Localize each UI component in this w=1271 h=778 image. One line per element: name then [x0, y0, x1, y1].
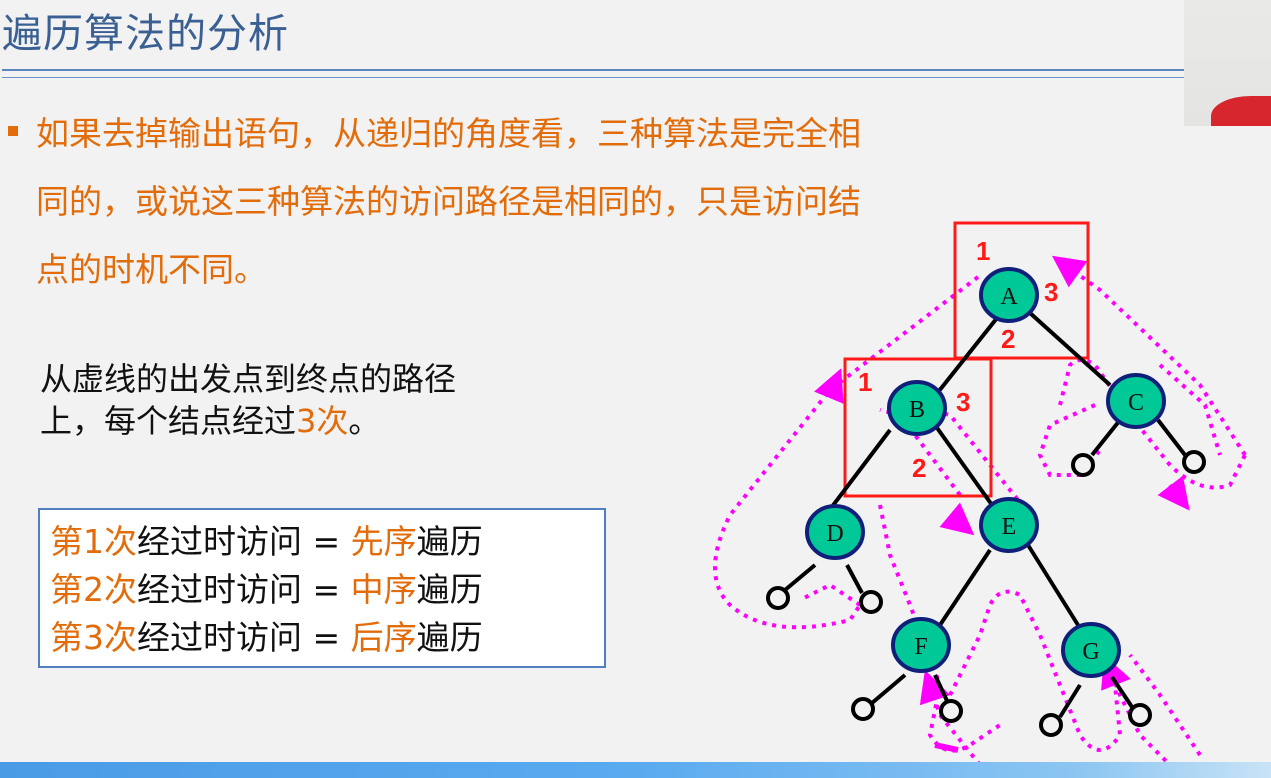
- node-b-visit-2: 2: [912, 453, 926, 483]
- tree-node-f: F: [891, 617, 951, 673]
- presenter-webcam: [1184, 0, 1271, 126]
- note-line-1: 从虚线的出发点到终点的路径: [40, 360, 457, 398]
- node-label: A: [1000, 284, 1018, 310]
- path-note: 从虚线的出发点到终点的路径 上，每个结点经过3次。: [40, 358, 600, 442]
- row-order: 中序: [350, 570, 417, 609]
- bullet-line-2: 同的，或说这三种算法的访问路径是相同的，只是访问结: [36, 182, 861, 221]
- arrow-head-icon: [814, 368, 844, 404]
- leaf-d-left: [766, 586, 790, 610]
- tree-node-a: A: [979, 267, 1039, 323]
- presenter-shirt: [1211, 96, 1271, 126]
- row-order: 后序: [350, 618, 417, 657]
- node-b-visit-3: 3: [956, 387, 970, 417]
- arrow-head-icon: [1157, 475, 1190, 511]
- tree-node-d: D: [805, 504, 865, 560]
- row-middle: 经过时访问 =: [137, 618, 351, 657]
- leaf-g-right: [1128, 703, 1152, 727]
- row-ordinal: 第3次: [50, 618, 137, 657]
- node-b-highlight-box: [843, 357, 993, 498]
- node-a-visit-1: 1: [976, 236, 990, 266]
- slide-footer-bar: [0, 762, 1271, 778]
- tree-edges: [783, 311, 1187, 719]
- slide-title: 遍历算法的分析: [2, 11, 289, 57]
- arrow-head-icon: [939, 502, 975, 536]
- node-label: C: [1128, 390, 1144, 416]
- row-order: 先序: [350, 522, 417, 561]
- tree-node-c: C: [1106, 373, 1166, 429]
- row-suffix: 遍历: [416, 618, 483, 657]
- leaf-d-right: [859, 590, 883, 614]
- row-suffix: 遍历: [416, 570, 483, 609]
- node-a-highlight-box: [953, 221, 1090, 360]
- node-label: G: [1082, 639, 1099, 665]
- tree-node-b: B: [887, 380, 947, 436]
- leaf-c-left: [1071, 453, 1095, 477]
- binary-tree-diagram: A B C D E F G 1 2 3 1 2 3: [713, 221, 1247, 777]
- node-label: F: [914, 634, 927, 660]
- row-ordinal: 第2次: [50, 570, 137, 609]
- summary-row-inorder: 第2次经过时访问 = 中序遍历: [50, 566, 594, 614]
- traversal-path: [713, 255, 1247, 777]
- note-line-2-suffix: 。: [348, 402, 381, 440]
- node-a-visit-2: 2: [1001, 324, 1015, 354]
- node-label: B: [909, 397, 925, 423]
- bullet-line-3: 点的时机不同。: [36, 250, 267, 289]
- bullet-square-icon: [8, 126, 18, 136]
- note-line-2-prefix: 上，每个结点经过: [40, 402, 297, 440]
- note-line-2: 上，每个结点经过3次。: [40, 400, 600, 442]
- leaf-f-left: [851, 697, 875, 721]
- leaf-f-right: [939, 699, 963, 723]
- node-label: E: [1002, 514, 1017, 540]
- summary-row-preorder: 第1次经过时访问 = 先序遍历: [50, 518, 594, 566]
- traversal-summary-box: 第1次经过时访问 = 先序遍历 第2次经过时访问 = 中序遍历 第3次经过时访问…: [38, 508, 606, 668]
- node-a-visit-3: 3: [1044, 277, 1058, 307]
- node-b-visit-1: 1: [858, 367, 872, 397]
- title-rule-bottom: [2, 77, 1184, 78]
- title-rule-top: [2, 69, 1184, 71]
- path-segment: [934, 742, 959, 753]
- row-middle: 经过时访问 =: [137, 570, 351, 609]
- bullet-paragraph: 如果去掉输出语句，从递归的角度看，三种算法是完全相 同的，或说这三种算法的访问路…: [8, 100, 1088, 304]
- bullet-line-1: 如果去掉输出语句，从递归的角度看，三种算法是完全相: [36, 114, 861, 153]
- leaf-c-right: [1182, 450, 1206, 474]
- summary-row-postorder: 第3次经过时访问 = 后序遍历: [50, 614, 594, 662]
- node-label: D: [826, 521, 843, 547]
- row-ordinal: 第1次: [50, 522, 137, 561]
- row-suffix: 遍历: [416, 522, 483, 561]
- leaf-g-left: [1039, 713, 1063, 737]
- tree-node-e: E: [979, 497, 1039, 553]
- tree-node-g: G: [1061, 622, 1121, 678]
- note-highlight-count: 3次: [296, 402, 349, 440]
- null-leaves: [766, 450, 1206, 737]
- row-middle: 经过时访问 =: [137, 522, 351, 561]
